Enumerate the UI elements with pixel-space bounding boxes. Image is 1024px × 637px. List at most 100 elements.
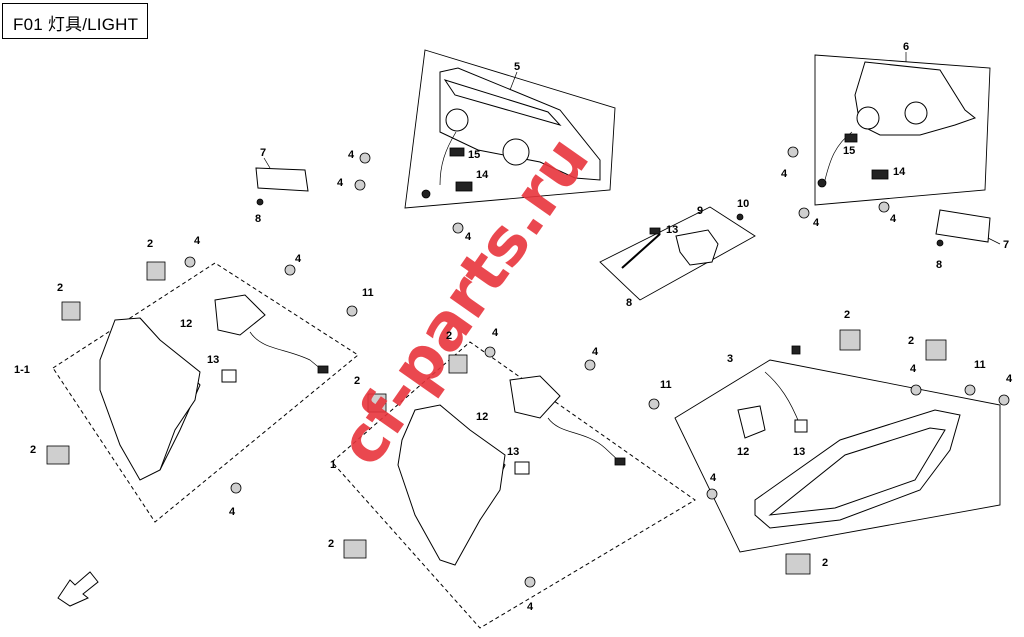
bulb-socket-right <box>737 405 766 439</box>
callout-label: 13 <box>793 446 805 458</box>
callout-label: 4 <box>348 149 355 161</box>
screw-icon <box>878 201 890 213</box>
callout-label: 5 <box>514 61 520 73</box>
headlight-center-1 <box>331 341 696 629</box>
leader-7 <box>263 157 271 169</box>
wire-harness <box>439 131 457 186</box>
screw-icon <box>787 146 799 158</box>
callout-label: 4 <box>890 213 897 225</box>
assembly-frame-3 <box>674 359 1001 553</box>
callout-label: 13 <box>507 446 519 458</box>
assembly-frame-9 <box>599 206 756 301</box>
headlight-plug-center <box>614 457 626 466</box>
clip-2-center-c <box>343 539 367 559</box>
screw-icon <box>798 207 810 219</box>
callout-label: 12 <box>180 318 192 330</box>
callout-label: 4 <box>194 235 201 247</box>
screw-icon <box>524 576 536 588</box>
callout-label: 6 <box>903 41 909 53</box>
headlight-inner-right <box>768 427 946 516</box>
nut-8 <box>256 198 264 206</box>
headlight-housing-center <box>439 404 506 521</box>
callout-label: 4 <box>337 177 344 189</box>
callout-label: 14 <box>893 166 906 178</box>
screw-icon <box>354 179 366 191</box>
clip-2-left-b <box>61 301 81 321</box>
connector-15-6 <box>844 133 858 143</box>
callout-label: 13 <box>666 224 678 236</box>
plate-light-housing <box>675 229 719 266</box>
callout-label: 1-1 <box>14 364 30 376</box>
headlight-wire-right <box>764 371 801 426</box>
plate-light-wire <box>621 233 661 269</box>
leader-5 <box>509 71 518 91</box>
callout-label: 11 <box>974 359 986 371</box>
screw-icon <box>998 394 1010 406</box>
screw-icon <box>584 359 596 371</box>
callout-label: 7 <box>260 147 266 159</box>
bulb-socket-center <box>509 375 561 419</box>
headlight-wire-left <box>249 331 323 371</box>
callout-label: 8 <box>936 259 942 271</box>
bolt-10 <box>736 213 744 221</box>
callout-label: 4 <box>465 231 472 243</box>
callout-label: 4 <box>710 472 717 484</box>
tail-lamp-rim <box>443 79 562 126</box>
connector-14 <box>455 181 473 192</box>
callout-label: 7 <box>1003 239 1009 251</box>
connector-15 <box>449 147 465 157</box>
assembly-frame-5 <box>404 49 616 209</box>
callout-label: 4 <box>229 506 236 518</box>
bulb-right <box>502 138 530 166</box>
clip-2-left-c <box>46 445 70 465</box>
callout-label: 1 <box>330 459 336 471</box>
headlight-plug-right <box>791 345 801 355</box>
callout-label: 2 <box>147 238 153 250</box>
front-direction-arrow-icon <box>57 571 99 607</box>
screw-icon <box>184 256 196 268</box>
headlight-left-1-1 <box>46 261 359 523</box>
screw-icon <box>484 346 496 358</box>
bulb-right-6 <box>904 101 928 125</box>
screw-icon <box>359 152 371 164</box>
callout-label: 9 <box>697 205 703 217</box>
callout-label: 10 <box>737 198 749 210</box>
nut-8-right <box>936 239 944 247</box>
callout-label: 11 <box>362 287 374 299</box>
callout-label: 2 <box>30 444 36 456</box>
callout-label: 8 <box>626 297 632 309</box>
clip-2-left-a <box>146 261 166 281</box>
screw-icon <box>648 398 660 410</box>
position-bulb-left <box>221 369 237 383</box>
callout-label: 4 <box>527 601 534 613</box>
callout-label: 4 <box>295 253 302 265</box>
tail-lamp-housing-6 <box>854 61 977 136</box>
clip-2-center-b <box>367 393 387 413</box>
tail-lamp-assembly-5 <box>404 49 616 209</box>
callout-label: 2 <box>354 375 360 387</box>
screw-icon <box>346 305 358 317</box>
clip-2-right-b <box>925 339 947 361</box>
headlight-right-3 <box>674 329 1001 575</box>
assembly-dashed-frame-1 <box>331 341 696 629</box>
reflector-7-right <box>935 209 1001 247</box>
screw-icon <box>964 384 976 396</box>
callout-label: 12 <box>476 411 488 423</box>
assembly-frame-6 <box>814 54 991 206</box>
callout-label: 15 <box>843 145 855 157</box>
callout-label: 13 <box>207 354 219 366</box>
screw-icon <box>452 222 464 234</box>
callout-label: 11 <box>660 379 672 391</box>
screw-icon <box>910 384 922 396</box>
callout-label: 3 <box>727 353 733 365</box>
callout-label: 12 <box>737 446 749 458</box>
headlight-wire-center <box>547 417 621 463</box>
callout-label: 4 <box>592 346 599 358</box>
diagram-title: F01 灯具/LIGHT <box>13 15 139 34</box>
callout-label: 2 <box>822 557 828 569</box>
plate-light-connector <box>649 227 661 235</box>
callout-label: 2 <box>57 282 63 294</box>
